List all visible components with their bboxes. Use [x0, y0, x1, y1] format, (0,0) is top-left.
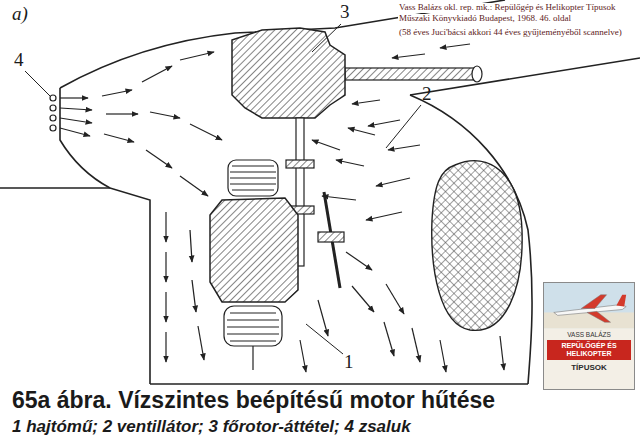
- callout-number: 1: [344, 352, 354, 373]
- source-note: Műszaki Könyvkiadó Budapest, 1968. 46. o…: [398, 14, 572, 24]
- callout-number: 3: [340, 2, 350, 23]
- cover-author: VASS BALÁZS: [567, 331, 611, 338]
- leader-lines: [25, 24, 421, 354]
- drive-shaft: [345, 68, 475, 80]
- gearbox-shape: [232, 28, 345, 118]
- fan-hub: [318, 232, 344, 242]
- source-note: (58 éves Juci'bácsi akkori 44 éves gyűjt…: [398, 28, 623, 38]
- caption-legend-line: 1 hajtómű; 2 ventillátor; 3 főrotor-átté…: [12, 418, 411, 437]
- airflow-arrows: [60, 44, 504, 372]
- louvre-symbols: [50, 95, 56, 131]
- book-cover: VASS BALÁZS REPÜLŐGÉP ÉS HELIKOPTER TÍPUSO…: [543, 282, 635, 390]
- cover-title-band: REPÜLŐGÉP ÉS HELIKOPTER: [547, 340, 631, 360]
- cover-subtitle: TÍPUSOK: [571, 363, 607, 376]
- shaft-bearing: [472, 66, 482, 82]
- exhaust-pipe: [252, 346, 253, 370]
- shaft-coupling: [286, 160, 314, 168]
- fuselage-outline: [0, 0, 640, 384]
- compressor-fins: [228, 160, 278, 196]
- exhaust-fins: [224, 306, 282, 346]
- source-note: Vass Balázs okl. rep. mk.: Repülőgép és …: [398, 3, 617, 13]
- tank-shape: [432, 161, 522, 331]
- part-letter: a): [12, 4, 28, 25]
- engine-body: [210, 198, 298, 302]
- callout-number: 4: [14, 50, 24, 71]
- callout-number: 2: [422, 84, 432, 105]
- figure-caption: 65a ábra. Vízszintes beépítésű motor hűt…: [12, 388, 495, 413]
- cover-text-area: VASS BALÁZS REPÜLŐGÉP ÉS HELIKOPTER TÍPUSO…: [544, 283, 634, 376]
